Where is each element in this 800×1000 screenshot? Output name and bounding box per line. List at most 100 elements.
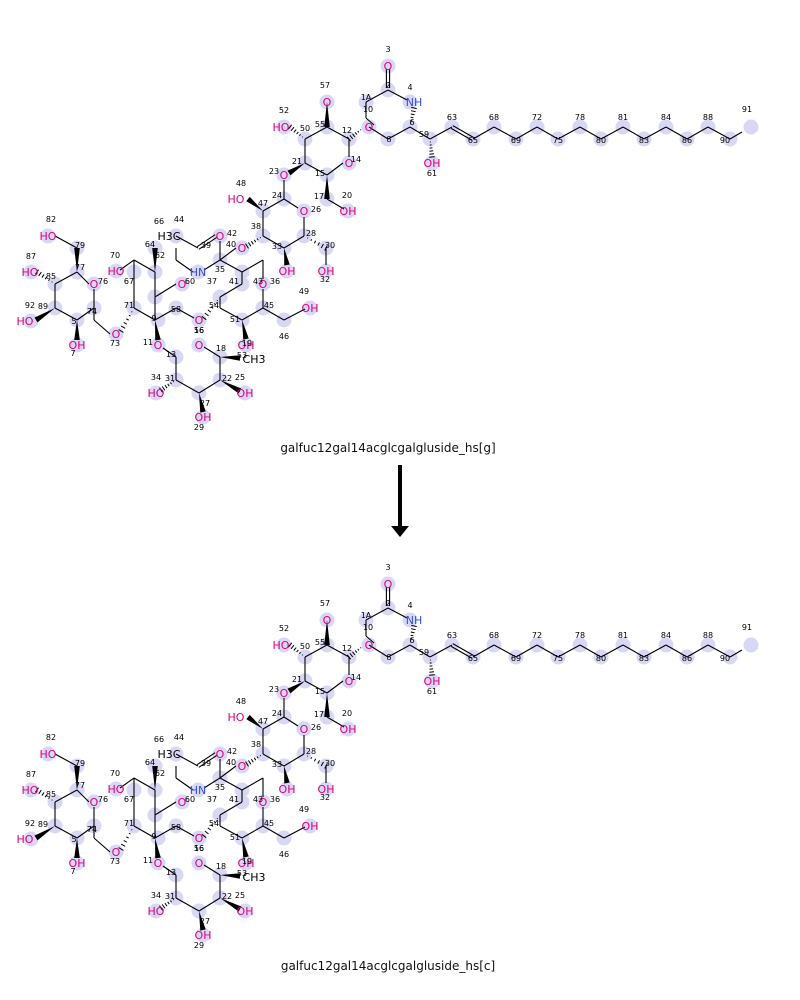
atom-number-label: 68 <box>489 113 499 122</box>
bond <box>54 307 78 321</box>
hash-bond <box>429 153 435 155</box>
bond <box>133 777 156 791</box>
hash-bond <box>123 321 128 325</box>
atom-highlight <box>86 276 102 292</box>
wedge-bond <box>34 308 55 323</box>
atom-number-label: 85 <box>46 272 56 281</box>
atom-number-label: 88 <box>703 631 713 640</box>
hash-bond <box>170 382 172 385</box>
bond <box>515 126 538 140</box>
atom-number-label: 81 <box>618 631 628 640</box>
atom-number-label: 71 <box>124 301 134 310</box>
atom-number-label: 53 <box>237 869 247 878</box>
hash-bond <box>359 647 362 649</box>
atom-number-label: 59 <box>419 130 429 139</box>
atom-number-label: 74 <box>87 825 97 834</box>
atom-highlight <box>212 746 228 762</box>
bond <box>326 198 345 210</box>
bond <box>729 649 743 658</box>
atom-symbol: OH <box>237 387 254 400</box>
bond <box>472 126 495 140</box>
atom-number-label: 1A <box>361 611 372 620</box>
atom-number-label: 27 <box>200 399 210 408</box>
atom-number-label: 36 <box>270 795 280 804</box>
atom-symbol: HO <box>273 121 290 134</box>
atom-number-label: 50 <box>300 124 310 133</box>
atom-number-label: 20 <box>342 709 352 718</box>
atom-symbol: OH <box>69 339 86 352</box>
bond <box>241 259 264 273</box>
atom-symbol: HO <box>148 905 165 918</box>
atom-symbol: O <box>238 242 247 255</box>
hash-bond <box>301 136 304 138</box>
bond <box>304 162 328 176</box>
atom-highlight <box>190 782 206 798</box>
atom-number-label: 70 <box>110 251 120 260</box>
atom-number-label: 67 <box>124 277 134 286</box>
atom-highlight <box>402 612 418 628</box>
bond <box>219 765 237 779</box>
atom-number-label: 18 <box>216 344 226 353</box>
atom-highlight <box>40 746 56 762</box>
bond <box>326 680 344 694</box>
atom-highlight <box>340 721 356 737</box>
bond <box>283 716 299 727</box>
atom-number-label: 91 <box>742 623 752 632</box>
bond <box>154 283 177 298</box>
atom-number-label: 6 <box>409 118 414 127</box>
hash-bond <box>159 387 163 393</box>
hash-bond <box>290 126 295 132</box>
atom-highlight <box>69 855 85 871</box>
atom-symbol: OH <box>238 857 255 870</box>
wedge-bond <box>220 380 242 394</box>
bond <box>493 126 517 140</box>
atom-symbol: O <box>365 121 374 134</box>
atom-number-label: 55 <box>315 638 325 647</box>
bond <box>387 89 408 101</box>
atom-highlight <box>195 927 211 943</box>
hash-bond <box>359 129 362 131</box>
atom-number-label: 64 <box>145 758 155 767</box>
atom-number-label: 4 <box>407 601 412 610</box>
bond <box>175 777 194 791</box>
atom-number-label: 66 <box>154 217 164 226</box>
bond <box>219 825 243 839</box>
atom-number-label: 14 <box>351 155 361 164</box>
atom-number-label: 88 <box>703 113 713 122</box>
atom-number-label: 70 <box>110 769 120 778</box>
atom-symbol: O <box>90 796 99 809</box>
atom-number-label: 40 <box>226 758 236 767</box>
atom-number-label: 16 <box>194 844 204 853</box>
bond <box>175 897 200 912</box>
bond <box>262 235 285 249</box>
atom-number-label: 72 <box>532 631 542 640</box>
atom-number-label: 60 <box>185 795 195 804</box>
bond <box>219 283 243 298</box>
atom-number-label: 8 <box>386 653 391 662</box>
atom-number-label: 28 <box>306 747 316 756</box>
atom-symbol: HN <box>190 784 207 797</box>
bond <box>304 680 328 694</box>
wedge-bond <box>155 838 161 859</box>
atom-number-label: 84 <box>661 631 671 640</box>
atom-symbol: O <box>238 760 247 773</box>
atom-symbol: HO <box>273 639 290 652</box>
hash-bond <box>126 318 129 321</box>
atom-highlight <box>743 119 759 135</box>
atom-highlight <box>40 228 56 244</box>
bond <box>707 644 731 658</box>
atom-highlight <box>318 781 334 797</box>
atom-highlight <box>23 313 39 329</box>
hash-bond <box>123 839 128 843</box>
bond <box>365 117 375 126</box>
atom-highlight <box>296 721 312 737</box>
atom-symbol: O <box>216 748 225 761</box>
hash-bond <box>248 760 252 765</box>
atom-number-label: 52 <box>279 106 289 115</box>
atom-number-label: 29 <box>194 423 204 432</box>
atom-number-label: 58 <box>171 823 181 832</box>
atom-number-label: 77 <box>75 263 85 272</box>
atom-number-label: 46 <box>279 850 289 859</box>
bond <box>622 644 645 658</box>
